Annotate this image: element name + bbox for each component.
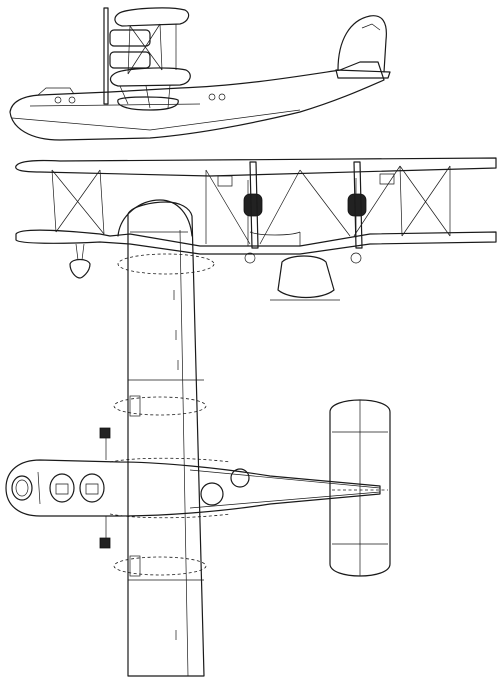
front-right-engine	[347, 193, 367, 217]
plan-fuselage	[5, 459, 381, 517]
front-left-engine	[243, 193, 263, 217]
plan-nacelle-upper	[129, 395, 141, 417]
plan-nacelle-lower	[129, 555, 141, 577]
side-propeller	[103, 7, 109, 105]
front-upper-wing	[15, 157, 497, 177]
front-left-propeller	[249, 161, 259, 249]
side-view	[9, 7, 391, 141]
side-lower-wing	[109, 67, 191, 87]
plan-gunner-ring-1	[200, 482, 224, 506]
side-lower-engine	[109, 51, 151, 69]
side-hull	[9, 61, 385, 141]
plan-view	[5, 201, 391, 677]
side-tail-fin	[337, 15, 387, 73]
front-lower-wing	[15, 229, 497, 255]
side-upper-wing	[114, 7, 190, 27]
plan-nose-hatch	[11, 475, 33, 501]
front-right-propeller	[353, 161, 363, 249]
plan-gunner-ring-2	[230, 468, 250, 488]
plan-wing	[127, 201, 205, 677]
front-left-float	[69, 258, 91, 279]
plan-cockpit-1	[49, 473, 75, 503]
front-view	[15, 157, 497, 301]
plan-tailplane	[329, 399, 391, 577]
plan-cockpit-2	[79, 473, 105, 503]
front-hull	[277, 255, 335, 299]
